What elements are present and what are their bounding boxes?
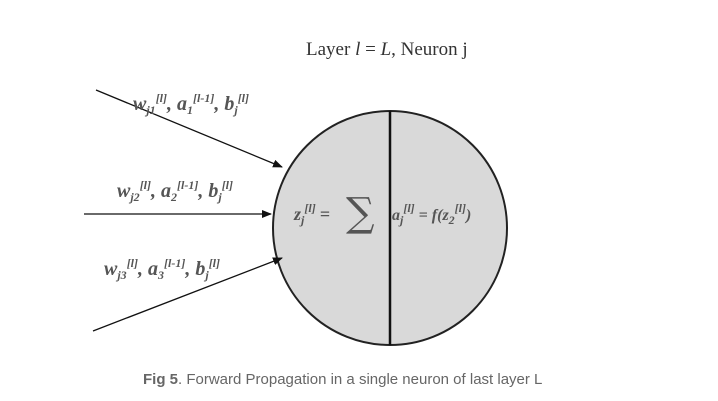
input-label-1: wj1[l], a1[l-1], bj[l] — [133, 91, 249, 117]
diagram-title: Layer l = L, Neuron j — [306, 39, 468, 60]
figure-caption: Fig 5. Forward Propagation in a single n… — [143, 371, 542, 388]
input-arrow-1 — [95, 89, 283, 168]
activation-expression: aj[l] = f(z2[l]) — [392, 201, 471, 227]
weighted-sum-expression: zj[l]= — [293, 201, 330, 227]
input-label-3: wj3[l], a3[l-1], bj[l] — [104, 256, 220, 282]
sigma-symbol: ∑ — [346, 190, 375, 236]
input-label-2: wj2[l], a2[l-1], bj[l] — [117, 178, 233, 204]
input-arrow-3 — [92, 257, 283, 332]
